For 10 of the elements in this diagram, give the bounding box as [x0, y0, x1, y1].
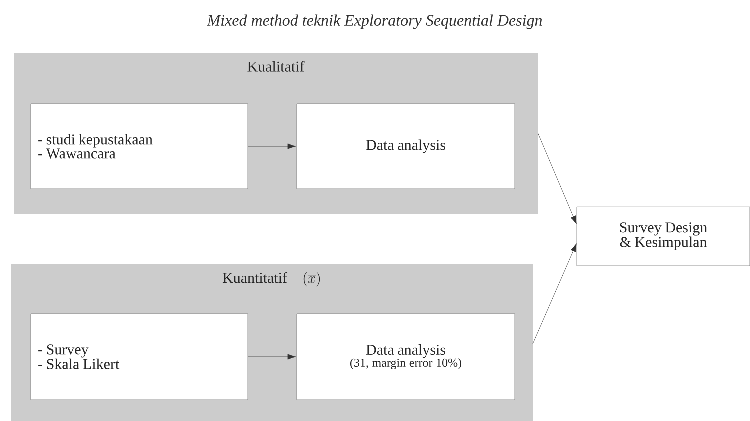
process-box: Survey Design & Kesimpulan [576, 206, 750, 266]
arrow [538, 132, 577, 224]
arrow [532, 244, 577, 344]
arrow [248, 354, 296, 360]
process-box: Data analysis [296, 104, 516, 190]
process-box: Data analysis (31, margin error 10%) [296, 314, 516, 400]
process-box: - Survey - Skala Likert [30, 314, 248, 400]
process-box: - studi kepustakaan - Wawancara [30, 104, 248, 190]
title: Mixed method teknik Exploratory Sequential Design [207, 14, 542, 30]
arrow [248, 144, 296, 150]
